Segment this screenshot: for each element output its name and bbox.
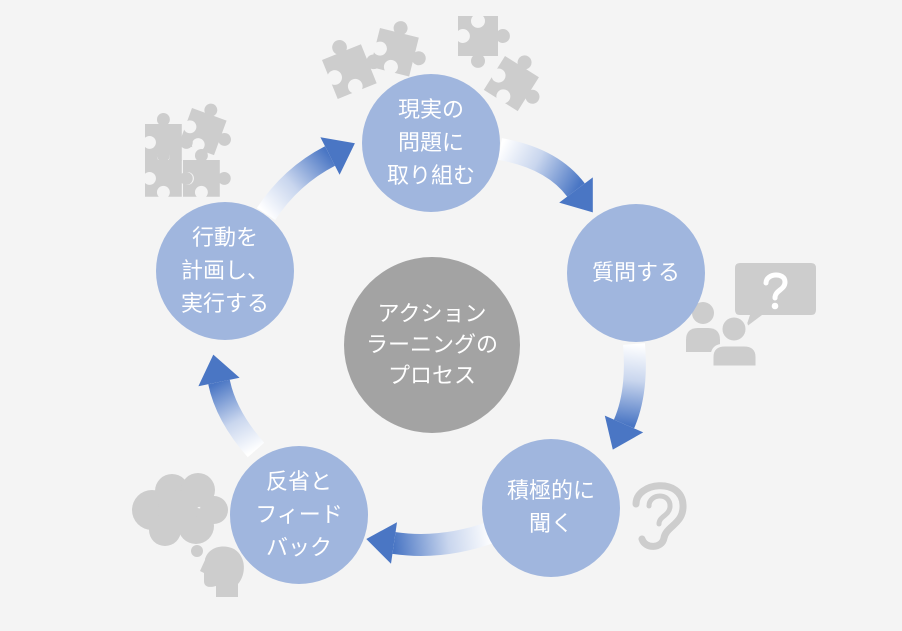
step-label-line: 行動を [191,225,258,251]
puzzle-piece-icon [179,97,241,159]
step-label-line: 積極的に [506,479,595,504]
step-label-line: 取り組む [386,163,475,189]
puzzle-pieces-icon [145,97,241,197]
step-tackle-real-problems: 現実の 問題に 取り組む [362,74,500,212]
ear-icon [632,482,687,550]
head-profile-icon [200,546,244,597]
puzzle-piece-icon [483,45,556,118]
cycle-arrow [256,137,355,221]
center-hub: アクション ラーニングの プロセス [344,257,520,433]
step-plan-and-execute: 行動を 計画し、 実行する [156,202,294,340]
step-label-line: 問題に [397,130,464,156]
step-label-line: 質問する [591,260,680,286]
step-label-line: フィード [255,502,343,528]
cycle-arrow [604,343,646,450]
arrow-head [198,354,240,387]
cycle-arrow [366,521,496,564]
step-label-line: 反省と [265,469,332,495]
puzzle-piece-icon [458,16,510,68]
step-label-line: 現実の [397,97,464,123]
arrow-head [320,137,355,175]
puzzle-piece-icon [370,16,434,80]
puzzle-piece-icon [183,149,231,197]
arrow-head [366,522,397,564]
step-reflection-feedback: 反省と フィード バック [230,446,368,584]
cycle-arrow [198,354,265,458]
question-speech-bubble-icon [735,263,816,327]
hub-label-line: アクション [377,301,487,327]
arrow-head [559,177,593,213]
hub-label-line: プロセス [387,363,476,389]
step-label-line: 聞く [528,512,573,537]
cycle-arrow [497,138,593,213]
step-label-line: 実行する [180,291,269,317]
step-label-line: バック [265,535,332,561]
arrow-head [604,415,644,450]
step-listen-actively: 積極的に 聞く [482,439,620,577]
step-label-line: 計画し、 [180,258,269,284]
thought-cloud-icon [132,473,228,564]
hub-label-line: ラーニングの [365,332,498,358]
step-ask-questions: 質問する [567,204,705,342]
people-icon [686,302,759,369]
